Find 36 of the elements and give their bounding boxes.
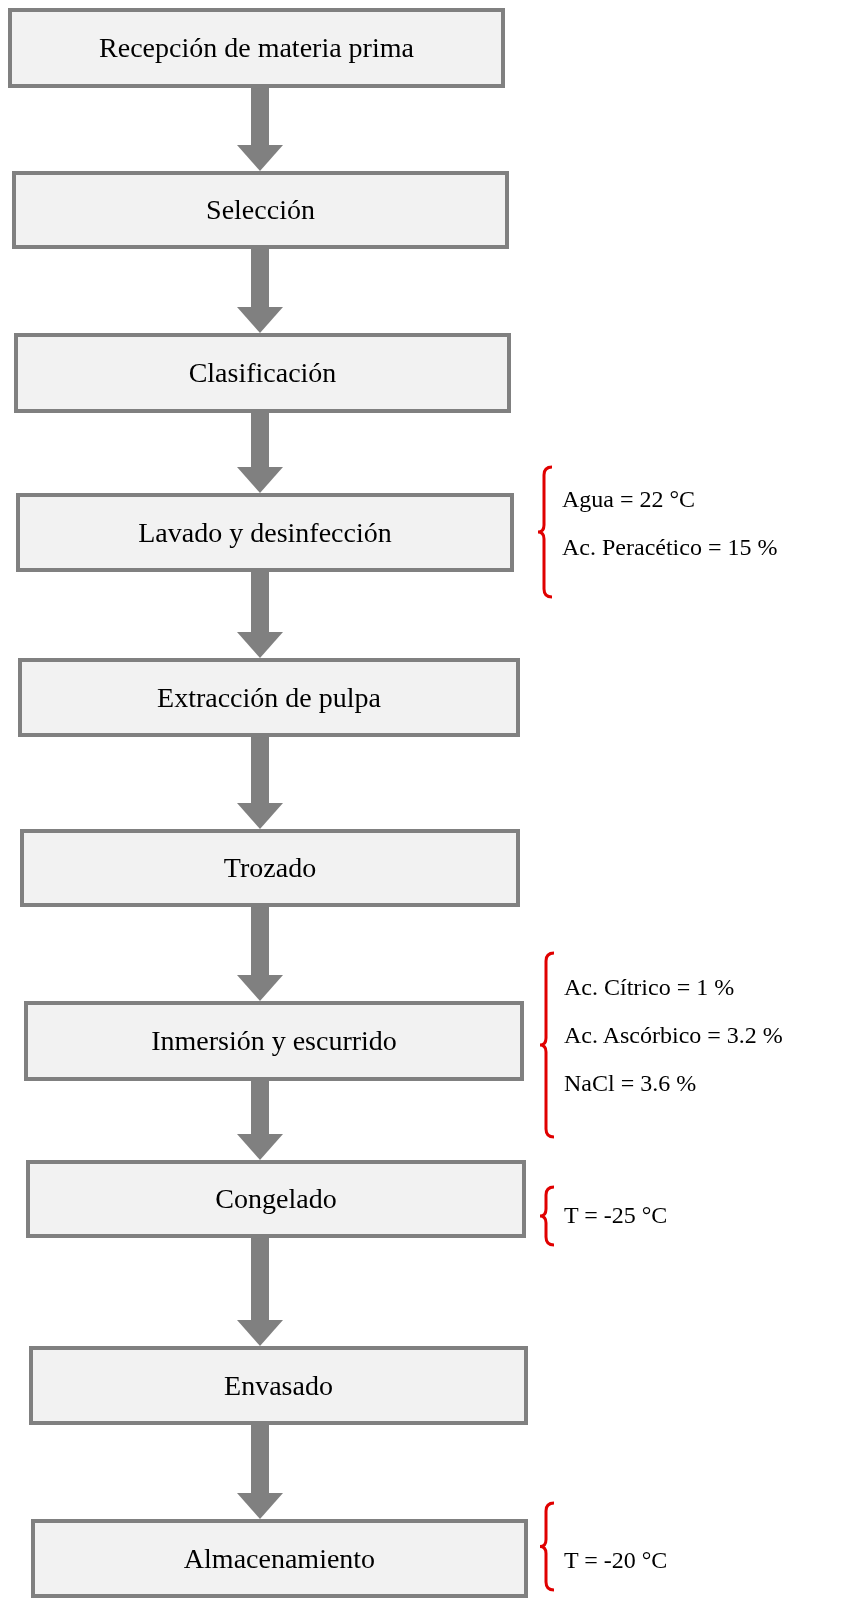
arrow	[237, 1425, 283, 1519]
parameter-text: T = -25 °C	[564, 1201, 668, 1230]
step-label: Almacenamiento	[183, 1542, 376, 1575]
parameter-text: Ac. Cítrico = 1 %	[564, 973, 735, 1002]
step-label: Inmersión y escurrido	[151, 1025, 397, 1057]
step-label: Extracción de pulpa	[157, 681, 381, 714]
process-box	[29, 1346, 528, 1425]
arrow	[237, 249, 283, 333]
process-box	[8, 8, 505, 88]
parameter-text: Ac. Ascórbico = 3.2 %	[564, 1021, 783, 1050]
arrow	[237, 907, 283, 1001]
step-label: Clasificación	[188, 357, 337, 389]
process-box	[31, 1519, 528, 1598]
process-box	[14, 333, 511, 413]
process-box	[26, 1160, 526, 1238]
arrow	[237, 1081, 283, 1160]
step-label: Trozado	[223, 852, 317, 884]
step-label: Envasado	[224, 1369, 333, 1402]
arrow	[237, 1238, 283, 1346]
parameter-text: NaCl = 3.6 %	[564, 1069, 697, 1098]
step-label: Lavado y desinfección	[138, 516, 392, 549]
step-label: Recepción de materia prima	[99, 32, 414, 64]
arrow	[237, 88, 283, 171]
parameter-text: Ac. Peracético = 15 %	[562, 533, 778, 562]
parameter-text: Agua = 22 °C	[562, 485, 696, 514]
arrow	[237, 413, 283, 493]
process-box	[16, 493, 514, 572]
arrow	[237, 572, 283, 658]
process-box	[12, 171, 509, 249]
process-box	[24, 1001, 524, 1081]
step-label: Selección	[206, 194, 315, 226]
process-box	[20, 829, 520, 907]
step-label: Congelado	[215, 1183, 337, 1215]
arrow	[237, 737, 283, 829]
parameter-text: T = -20 °C	[564, 1546, 668, 1575]
process-box	[18, 658, 520, 737]
